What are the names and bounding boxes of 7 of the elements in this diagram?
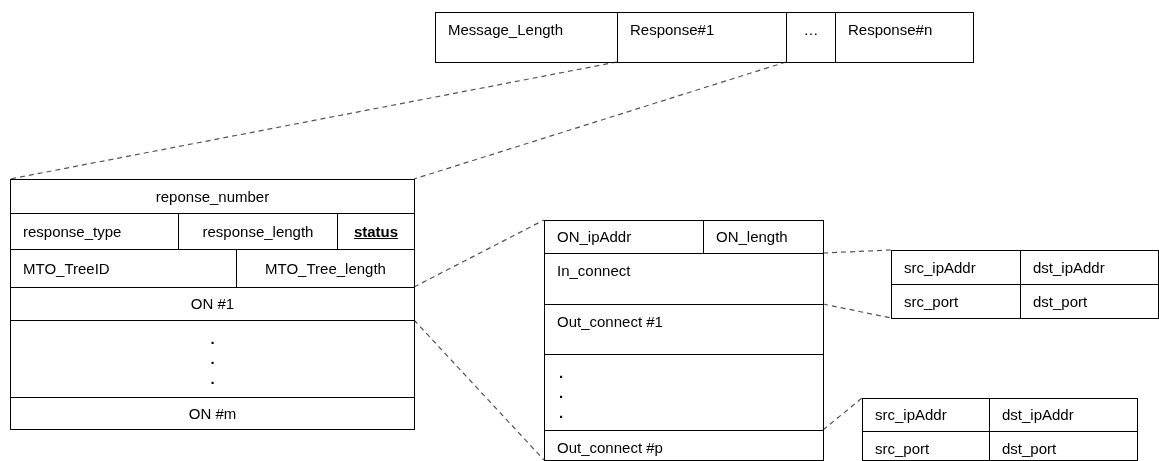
zoom-line <box>822 303 892 319</box>
zoom-line <box>413 219 545 288</box>
zoom-line <box>413 319 545 461</box>
zoom-line <box>822 249 892 254</box>
zoom-line <box>9 61 618 180</box>
zoom-line <box>413 61 787 180</box>
zoom-line <box>822 397 863 431</box>
